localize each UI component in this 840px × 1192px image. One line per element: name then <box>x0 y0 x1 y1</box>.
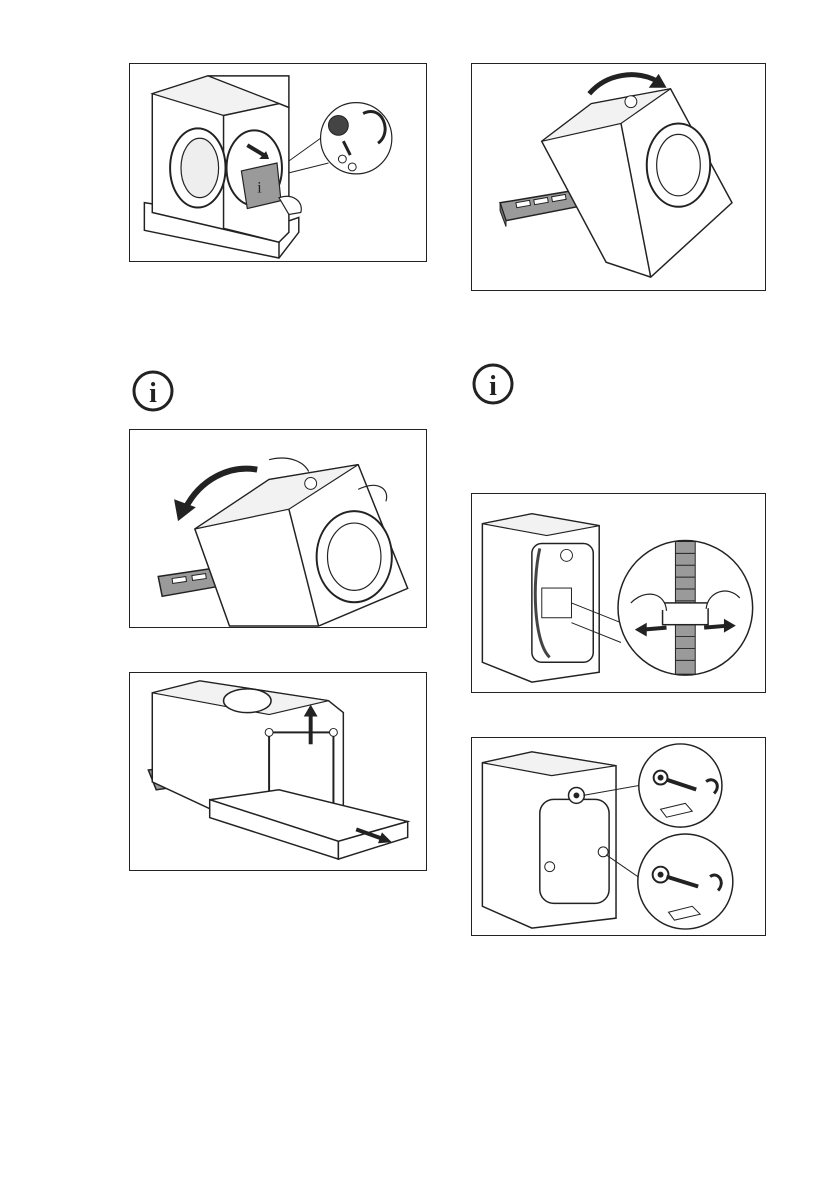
info-icon: i <box>471 362 515 406</box>
figure-tilt-back-right <box>471 63 766 291</box>
hose-clip-release-icon <box>472 494 765 692</box>
washing-machine-tilt-icon <box>472 64 765 290</box>
svg-text:i: i <box>489 371 497 402</box>
svg-text:i: i <box>149 378 157 409</box>
figure-release-hose <box>471 493 766 693</box>
figure-remove-base <box>129 672 427 871</box>
transit-bolt-removal-icon <box>472 738 765 935</box>
figure-remove-bag: i <box>129 63 427 262</box>
figure-remove-transit-bolts <box>471 737 766 936</box>
washing-machine-open-door-icon: i <box>130 64 426 261</box>
svg-text:i: i <box>257 180 262 197</box>
info-icon: i <box>131 369 175 413</box>
washing-machine-base-removal-icon <box>130 673 426 870</box>
info-icon-right: i <box>471 362 515 406</box>
washing-machine-tilt-left-icon <box>130 430 426 627</box>
figure-tilt-back-left <box>129 429 427 628</box>
info-icon-left: i <box>131 369 175 413</box>
